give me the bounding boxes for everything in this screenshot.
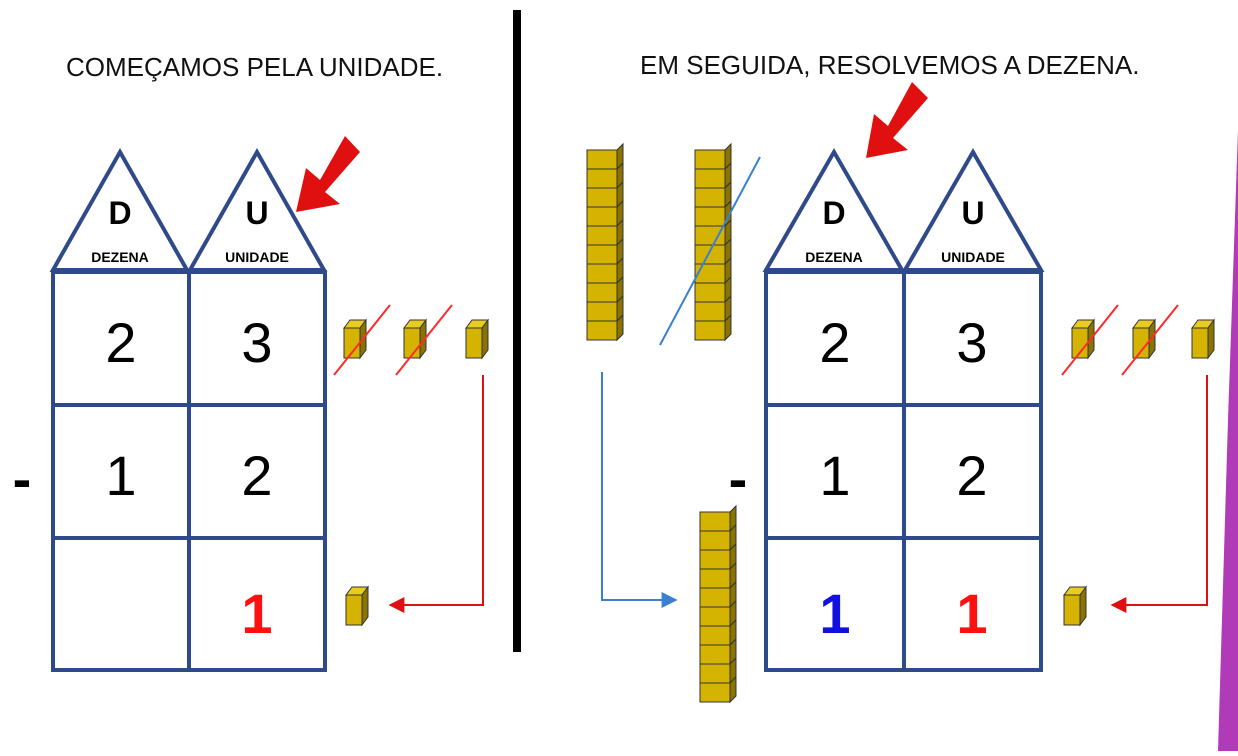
left-minus-operator: - <box>13 447 32 510</box>
right-pointer-arrow <box>866 82 928 158</box>
left-roof-u-letter: U <box>245 195 268 231</box>
left-cube-3 <box>465 319 489 359</box>
right-strike-2 <box>1121 304 1179 376</box>
right-unit-cubes <box>1061 304 1215 626</box>
edge-bar <box>1218 130 1238 751</box>
right-result-cube <box>1063 586 1087 626</box>
left-row2-dezena: 1 <box>105 444 136 507</box>
left-roof-d-label: DEZENA <box>91 249 149 265</box>
rod-result <box>699 505 737 703</box>
caption-right: EM SEGUIDA, RESOLVEMOS A DEZENA. <box>640 50 1140 80</box>
right-roof-u-letter: U <box>961 195 984 231</box>
left-unit-cubes <box>333 304 489 626</box>
left-row1-unidade: 3 <box>241 311 272 374</box>
right-strike-1 <box>1061 304 1119 376</box>
right-row3-dezena: 1 <box>819 582 850 645</box>
right-roof-u-label: UNIDADE <box>941 249 1005 265</box>
left-connector <box>388 375 484 613</box>
right-row1-unidade: 3 <box>956 311 987 374</box>
right-connector <box>1110 375 1208 613</box>
right-roof-d-label: DEZENA <box>805 249 863 265</box>
rod-right-top <box>694 143 732 341</box>
left-row3-unidade: 1 <box>241 582 272 645</box>
right-house: D DEZENA U UNIDADE 2 3 1 2 1 1 - <box>729 147 1045 672</box>
left-pointer-arrow <box>296 136 360 212</box>
left-strike-1 <box>333 304 391 376</box>
right-row2-dezena: 1 <box>819 444 850 507</box>
caption-left: COMEÇAMOS PELA UNIDADE. <box>66 52 444 82</box>
left-result-cube <box>345 586 369 626</box>
left-roof-d-letter: D <box>108 195 131 231</box>
rod-connector <box>601 372 678 608</box>
left-row1-dezena: 2 <box>105 311 136 374</box>
right-minus-operator: - <box>729 447 748 510</box>
right-row3-unidade: 1 <box>956 582 987 645</box>
right-row2-unidade: 2 <box>956 444 987 507</box>
right-cube-3 <box>1191 319 1215 359</box>
right-row1-dezena: 2 <box>819 311 850 374</box>
left-roof-u-label: UNIDADE <box>225 249 289 265</box>
left-strike-2 <box>395 304 453 376</box>
rod-strike <box>659 156 761 346</box>
rod-left-top <box>586 143 624 341</box>
left-row2-unidade: 2 <box>241 444 272 507</box>
left-house: D DEZENA U UNIDADE 2 3 1 2 1 - <box>13 147 328 672</box>
right-roof-d-letter: D <box>822 195 845 231</box>
